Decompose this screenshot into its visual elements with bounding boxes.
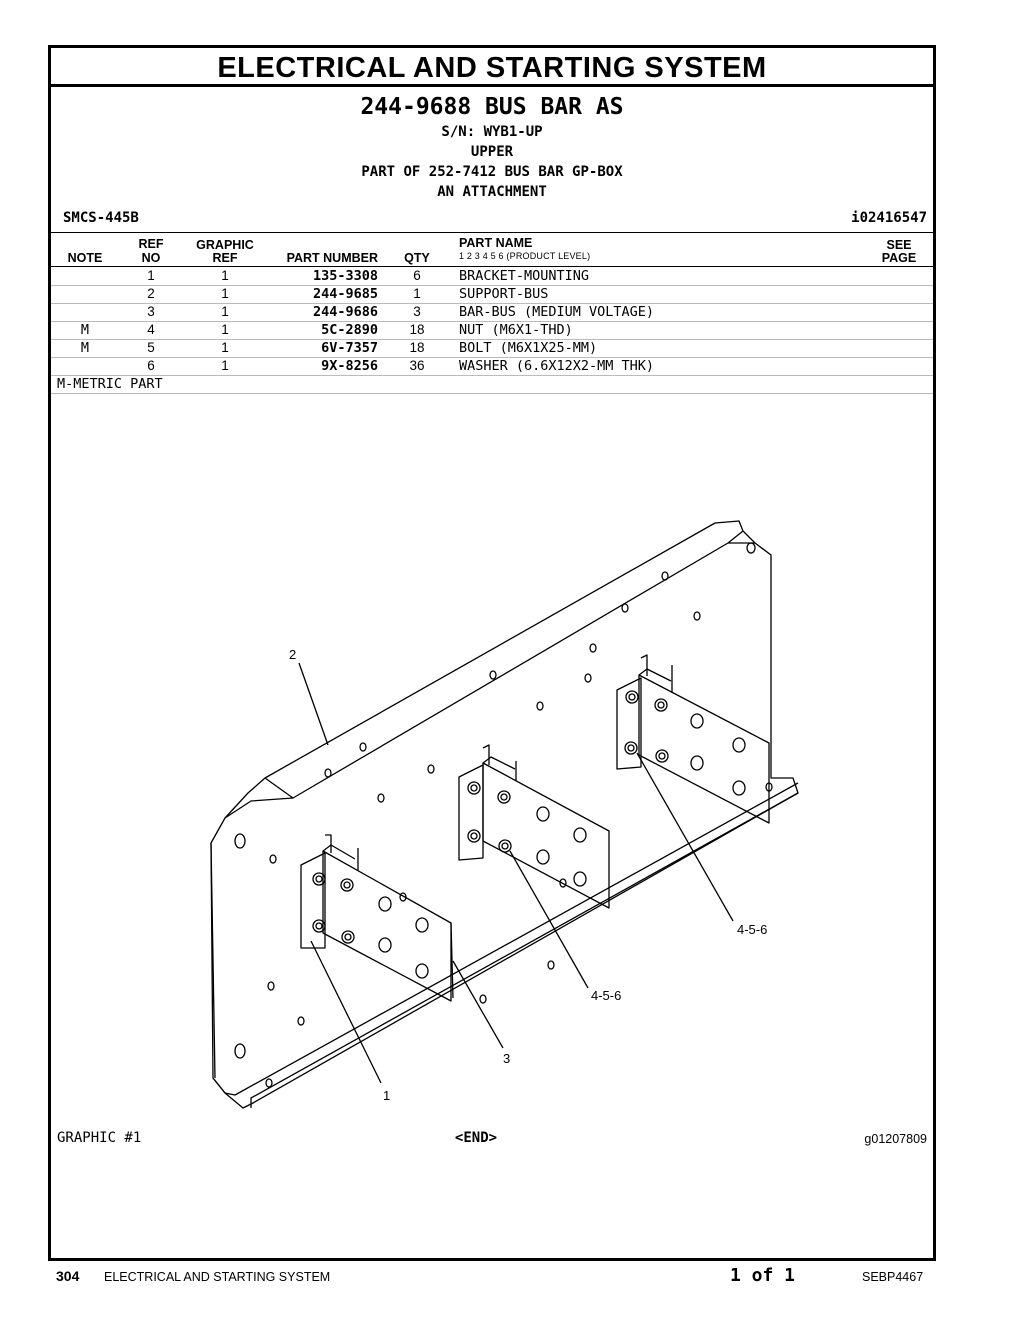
row-name: WASHER (6.6X12X2-MM THK) bbox=[459, 358, 655, 374]
graphic-label: GRAPHIC #1 bbox=[57, 1130, 142, 1146]
row-name: BOLT (M6X1X25-MM) bbox=[459, 340, 598, 356]
col-part-name: PART NAME bbox=[459, 236, 533, 250]
support-plate bbox=[210, 520, 799, 1109]
row-graphic: 1 bbox=[221, 304, 229, 319]
leader-lines bbox=[298, 662, 734, 1084]
part-of-label: PART OF 252-7412 BUS BAR GP-BOX bbox=[361, 164, 623, 180]
row-note: M bbox=[80, 322, 90, 338]
table-row: 3 1 244-9686 3 BAR-BUS (MEDIUM VOLTAGE) bbox=[51, 303, 933, 321]
table-row: 6 1 9X-8256 36 WASHER (6.6X12X2-MM THK) bbox=[51, 357, 933, 375]
row-part-number: 5C-2890 bbox=[321, 322, 378, 338]
row-name: NUT (M6X1-THD) bbox=[459, 322, 573, 338]
row-divider bbox=[51, 357, 933, 358]
col-ref-bottom: NO bbox=[141, 251, 161, 265]
row-graphic: 1 bbox=[221, 268, 229, 283]
row-qty: 1 bbox=[413, 286, 421, 301]
callout-2: 2 bbox=[289, 647, 296, 662]
section-title: ELECTRICAL AND STARTING SYSTEM bbox=[51, 48, 933, 87]
row-graphic: 1 bbox=[221, 322, 229, 337]
footer-page-number: 304 bbox=[56, 1268, 80, 1284]
group-label: AN ATTACHMENT bbox=[437, 184, 547, 200]
row-ref: 6 bbox=[147, 358, 155, 373]
mounting-holes bbox=[234, 542, 773, 1088]
row-part-number: 244-9686 bbox=[312, 304, 378, 320]
row-part-number: 9X-8256 bbox=[321, 358, 378, 374]
footer-doc-id: SEBP4467 bbox=[862, 1270, 924, 1284]
table-row: 1 1 135-3308 6 BRACKET-MOUNTING bbox=[51, 267, 933, 285]
row-qty: 3 bbox=[413, 304, 421, 319]
row-graphic: 1 bbox=[221, 358, 229, 373]
footer-page-of: 1 of 1 bbox=[730, 1265, 796, 1286]
callout-4-5-6-right: 4-5-6 bbox=[737, 922, 767, 937]
row-ref: 3 bbox=[147, 304, 155, 319]
row-divider bbox=[51, 285, 933, 286]
table-row: M 5 1 6V-7357 18 BOLT (M6X1X25-MM) bbox=[51, 339, 933, 357]
col-graphic-bottom: REF bbox=[212, 251, 238, 265]
row-ref: 5 bbox=[147, 340, 155, 355]
col-ref-top: REF bbox=[138, 237, 164, 251]
row-graphic: 1 bbox=[221, 286, 229, 301]
illustration-id: i02416547 bbox=[851, 210, 927, 226]
position-label: UPPER bbox=[470, 144, 514, 160]
row-ref: 4 bbox=[147, 322, 155, 337]
support-plate-flange bbox=[264, 542, 755, 799]
header-rule bbox=[51, 266, 933, 267]
callout-1: 1 bbox=[383, 1088, 390, 1103]
bus-bar-illustration: 2 3 1 4-5-6 4-5-6 bbox=[210, 520, 799, 1109]
col-qty: QTY bbox=[404, 251, 430, 265]
page-frame: ELECTRICAL AND STARTING SYSTEM 244-9688 … bbox=[48, 45, 936, 1261]
col-see-bottom: PAGE bbox=[881, 251, 917, 265]
part-title: 244-9688 BUS BAR AS bbox=[360, 94, 624, 120]
graphic-id: g01207809 bbox=[864, 1132, 927, 1146]
bus-bar-assembly-2 bbox=[458, 744, 610, 909]
row-divider bbox=[51, 393, 933, 394]
row-name: SUPPORT-BUS bbox=[459, 286, 549, 302]
row-part-number: 244-9685 bbox=[312, 286, 378, 302]
row-part-number: 135-3308 bbox=[312, 268, 378, 284]
row-qty: 6 bbox=[413, 268, 421, 283]
col-graphic-top: GRAPHIC bbox=[196, 238, 254, 252]
row-divider bbox=[51, 339, 933, 340]
table-row: 2 1 244-9685 1 SUPPORT-BUS bbox=[51, 285, 933, 303]
row-ref: 2 bbox=[147, 286, 155, 301]
col-see-top: SEE bbox=[886, 238, 912, 252]
row-note: M bbox=[80, 340, 90, 356]
metric-footnote: M-METRIC PART bbox=[57, 376, 163, 392]
table-top-rule bbox=[51, 232, 933, 233]
row-divider bbox=[51, 321, 933, 322]
row-qty: 36 bbox=[409, 358, 425, 373]
row-qty: 18 bbox=[409, 322, 425, 337]
row-name: BRACKET-MOUNTING bbox=[459, 268, 590, 284]
row-ref: 1 bbox=[147, 268, 155, 283]
col-note: NOTE bbox=[67, 251, 103, 265]
footer-section: ELECTRICAL AND STARTING SYSTEM bbox=[104, 1270, 331, 1284]
callout-4-5-6-middle: 4-5-6 bbox=[591, 988, 621, 1003]
row-divider bbox=[51, 303, 933, 304]
callout-3: 3 bbox=[503, 1051, 510, 1066]
row-name: BAR-BUS (MEDIUM VOLTAGE) bbox=[459, 304, 655, 320]
end-marker: <END> bbox=[454, 1130, 498, 1146]
row-part-number: 6V-7357 bbox=[321, 340, 378, 356]
product-levels: 1 2 3 4 5 6 (PRODUCT LEVEL) bbox=[459, 251, 591, 261]
table-row: M 4 1 5C-2890 18 NUT (M6X1-THD) bbox=[51, 321, 933, 339]
smcs-code: SMCS-445B bbox=[63, 210, 139, 226]
row-divider bbox=[51, 375, 933, 376]
serial-number: S/N: WYB1-UP bbox=[441, 124, 543, 140]
row-graphic: 1 bbox=[221, 340, 229, 355]
row-qty: 18 bbox=[409, 340, 425, 355]
col-part-number: PART NUMBER bbox=[286, 251, 378, 265]
bus-bar-assembly-1 bbox=[300, 834, 454, 1002]
bus-bar-assembly-3 bbox=[616, 654, 770, 824]
